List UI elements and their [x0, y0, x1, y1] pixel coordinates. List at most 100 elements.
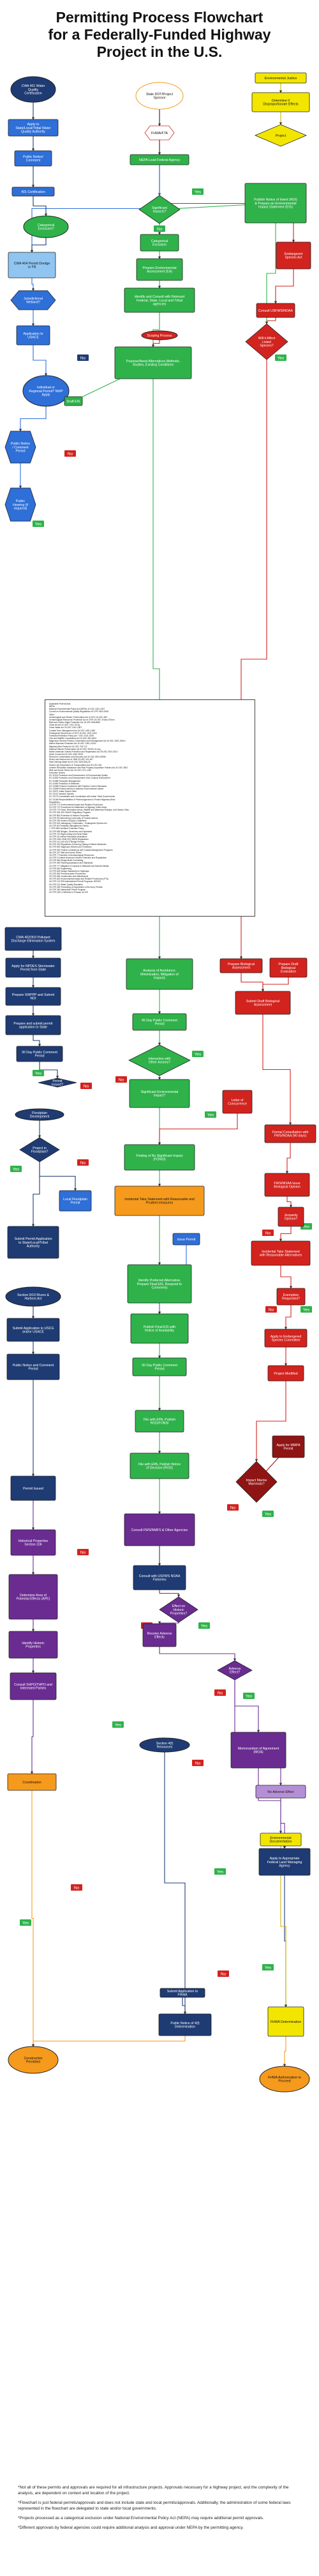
law-reference-line: 50 CFR 216 Regulations Governing Taking … — [49, 843, 107, 846]
node-shape — [6, 1353, 60, 1380]
law-reference-line: 23 CFR 710 Right-of-Way and Real Estate — [49, 832, 88, 835]
connector-arrow — [151, 340, 160, 347]
law-reference-line: National Environmental Policy Act (NEPA)… — [49, 708, 105, 711]
node-shape — [255, 72, 307, 84]
law-reference-line: Endangered Species Act of 1973 16 USC 15… — [49, 731, 97, 735]
decision-no-label: No — [265, 1231, 271, 1236]
node-shape — [8, 252, 56, 278]
node-shape — [264, 1124, 316, 1143]
flow-node-n47: Finding of No Significant Impact(FONSI) — [124, 1144, 195, 1171]
connector-arrow — [31, 278, 35, 291]
decision-no-tag — [80, 1083, 92, 1089]
node-shape — [124, 1144, 195, 1171]
law-reference-line: Other: — [49, 713, 55, 716]
node-shape — [7, 1226, 59, 1259]
connector-arrow — [33, 1035, 41, 1047]
law-reference-line: 15 CFR 930 Federal Consistency with Coas… — [49, 848, 113, 851]
node-shape — [142, 1623, 177, 1647]
node-shape — [8, 1574, 58, 1620]
law-reference-line: Wild and Scenic Rivers Act 16 USC 1271-1… — [49, 768, 92, 772]
node-shape — [132, 1357, 187, 1376]
connector-arrow — [39, 1162, 77, 1191]
decision-yes-tag — [10, 1166, 22, 1172]
law-reference-line: Archeological and Historic Preservation … — [49, 715, 107, 719]
node-shape — [251, 92, 310, 112]
law-reference-line: 23 CFR 774 Parks, Recreation Areas, Wild… — [49, 809, 129, 812]
law-reference-line: Safe Drinking Water Act 42 USC 300f-300j… — [49, 761, 91, 764]
node-label: Project — [276, 134, 286, 138]
node-shape — [259, 2066, 310, 2092]
decision-no-label: No — [269, 1308, 274, 1313]
connector-arrow — [33, 196, 48, 217]
node-label: No Adverse Effect — [267, 1790, 294, 1794]
connector-arrow — [182, 1997, 187, 2015]
node-shape — [269, 957, 308, 978]
law-reference-line: EO 13112 Invasive Species — [49, 793, 74, 796]
node-shape — [172, 1233, 200, 1246]
node-shape — [126, 958, 193, 990]
flow-node-n68: Consult FWS/NMFS & Other Agencies — [124, 1513, 195, 1546]
node-shape — [59, 1190, 92, 1212]
node-shape — [258, 1848, 311, 1876]
decision-no-tag — [265, 1306, 277, 1313]
law-reference-line: 33 CFR 320-332 USACE Regulatory Program — [49, 811, 91, 814]
node-shape — [138, 195, 181, 224]
decision-no-tag — [77, 1549, 89, 1555]
decision-no-tag — [71, 1884, 82, 1891]
law-reference-line: 23 CFR 450 Planning Assistance and Stand… — [49, 862, 93, 865]
node-shape — [16, 1046, 63, 1062]
law-reference-line: 23 CFR 625 Design Standards for Highways — [49, 869, 89, 873]
decision-no-label: No — [80, 1161, 86, 1166]
law-reference-line: Rivers and Harbors Act of 1899 33 USC 40… — [49, 758, 93, 761]
decision-yes-tag — [198, 1622, 210, 1629]
decision-yes-label: Yes — [207, 1113, 214, 1118]
decision-yes-label: Yes — [217, 1870, 224, 1875]
law-reference-line: 49 CFR 24 Uniform Relocation Assistance — [49, 835, 87, 838]
decision-yes-tag — [275, 354, 286, 361]
decision-yes-label: Yes — [13, 1168, 20, 1172]
flow-node-n84: Public Notice of 4(f)Determination — [158, 2013, 212, 2036]
node-label: Purpose/Need Alternatives Methods,Studie… — [126, 360, 180, 367]
node-label: Draft EIS — [66, 400, 80, 404]
node-shape — [5, 987, 61, 1006]
law-reference-line: EO 12898 Federal Actions to Address Envi… — [49, 788, 104, 790]
decision-no-label: No — [218, 1691, 223, 1696]
node-shape — [23, 215, 69, 238]
law-reference-line: 36 CFR 297 Wild and Scenic Rivers — [49, 851, 82, 854]
title-line: Permitting Process Flowchart — [56, 9, 263, 26]
